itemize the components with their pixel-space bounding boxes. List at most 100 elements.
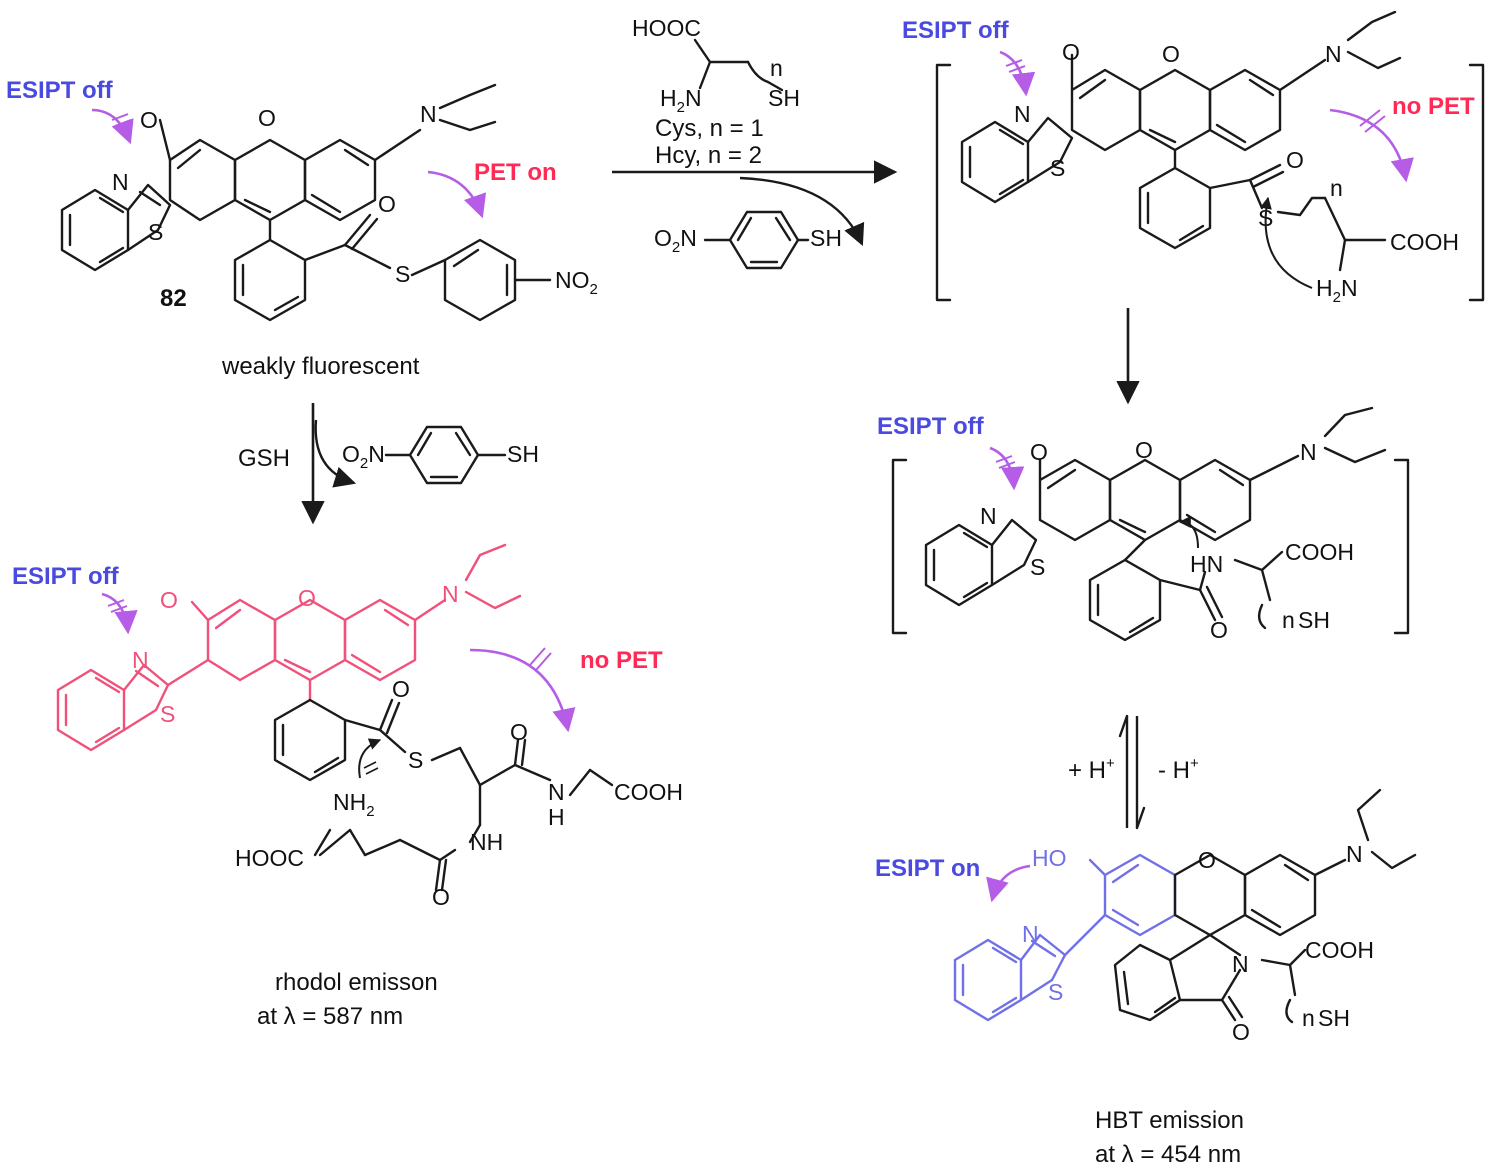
thioester-phenyl <box>273 698 614 892</box>
thiazole-n: N <box>1014 101 1031 127</box>
cooh-label: COOH <box>1390 229 1459 255</box>
reagent-n: n <box>770 55 783 81</box>
amine-n: N <box>1325 41 1342 67</box>
rhodol-core-pink <box>56 543 522 752</box>
blocked-mark <box>107 599 125 607</box>
deprotonation-label: - H+ <box>1158 755 1199 784</box>
thiazole-n: N <box>112 169 129 195</box>
blocked-mark <box>114 119 132 127</box>
blocked-mark <box>365 767 379 775</box>
xanthene-core <box>1070 10 1402 170</box>
benzothiazole-ring <box>924 518 1038 607</box>
amide-nh: HN <box>1190 551 1223 577</box>
byproduct-ring <box>384 425 507 485</box>
bracket-left <box>935 63 952 302</box>
byproduct-o2n: O2N <box>654 225 697 256</box>
chain-n: n <box>1282 607 1295 633</box>
isoindolinone <box>1113 943 1307 1024</box>
byproduct-sh: SH <box>507 441 539 467</box>
cooh-label: COOH <box>1305 937 1374 963</box>
pet-label: PET on <box>474 159 557 186</box>
blocked-mark <box>1359 109 1381 127</box>
thiazole-s: S <box>1050 155 1065 181</box>
amine-n: N <box>1346 841 1363 867</box>
bracket-right <box>1468 63 1485 302</box>
amine-n: N <box>442 581 459 607</box>
xanthene-o: O <box>1198 847 1216 873</box>
chain-n: n <box>1302 1005 1315 1031</box>
esipt-arrow <box>101 592 138 635</box>
attack-arrow <box>1260 196 1313 289</box>
equilibrium-arrows: + H+ - H+ <box>1068 714 1199 830</box>
esipt-arrow <box>986 864 1031 903</box>
carbonyl-o: O <box>1030 439 1048 465</box>
pet-arrow <box>427 170 487 219</box>
gsh-reaction-arrow: GSH O2N SH <box>238 403 539 525</box>
blocked-mark <box>998 461 1016 469</box>
benzothiazole-ring <box>960 116 1074 204</box>
thiazole-n: N <box>980 503 997 529</box>
phenyl-ring <box>1138 163 1387 272</box>
benzothiazole-ring <box>60 183 172 272</box>
esipt-label: ESIPT off <box>12 563 120 590</box>
intermediate-amide: ESIPT off N S O O N <box>877 406 1410 643</box>
xanthene-o: O <box>298 585 316 611</box>
esipt-label: ESIPT off <box>6 77 114 104</box>
cooh-label: COOH <box>1285 539 1354 565</box>
gsh-label: GSH <box>238 445 290 472</box>
reagent-hooc: HOOC <box>632 15 701 41</box>
compound-number: 82 <box>160 285 187 312</box>
blocked-mark <box>110 605 128 613</box>
xanthene-core <box>158 83 497 242</box>
pet-arrow <box>1329 108 1414 183</box>
esipt-label: ESIPT on <box>875 855 980 882</box>
amine-n: N <box>420 101 437 127</box>
thiazole-n: N <box>132 647 149 673</box>
phenyl-ring <box>233 213 392 322</box>
bracket-right <box>1393 458 1410 635</box>
pet-arrow <box>469 648 576 733</box>
protonation-label: + H+ <box>1068 755 1115 784</box>
carbonyl-o: O <box>1062 39 1080 65</box>
xanthene-core <box>1168 788 1417 962</box>
nh-label: NH <box>470 829 503 855</box>
cys-reaction-arrow: HOOC H2N n SH Cys, n = 1 Hcy, n = 2 O2N … <box>612 15 898 270</box>
amine-n: N <box>1300 439 1317 465</box>
sh-label: SH <box>1318 1005 1350 1031</box>
xanthene-o: O <box>1162 41 1180 67</box>
carbonyl-o: O <box>160 587 178 613</box>
blocked-mark <box>111 113 129 121</box>
thiazole-s: S <box>1048 979 1063 1005</box>
nitrophenyl-ring <box>410 238 552 322</box>
thioester-o: O <box>378 191 396 217</box>
lactam-n: N <box>1232 951 1249 977</box>
pet-label: no PET <box>1392 93 1475 120</box>
thiazole-n: N <box>1022 921 1039 947</box>
hydroxyl-label: HO <box>1032 845 1067 871</box>
cooh-label: COOH <box>614 779 683 805</box>
product-hbt: ESIPT on HO N S O <box>875 788 1417 1168</box>
attack-arrow <box>358 738 382 779</box>
thiazole-s: S <box>148 219 163 245</box>
blocked-mark <box>1364 115 1386 133</box>
hooc-label: HOOC <box>235 845 304 871</box>
amide-h: H <box>548 804 565 830</box>
blocked-mark <box>363 761 377 769</box>
rhodol-caption-line1: rhodol emisson <box>275 969 438 996</box>
blocked-mark <box>535 652 552 671</box>
esipt-arrow <box>999 50 1036 97</box>
carbonyl-o: O <box>140 107 158 133</box>
benzothiazole-ring-blue <box>953 853 1177 1022</box>
blocked-mark <box>995 455 1013 463</box>
hbt-caption-line2: at λ = 454 nm <box>1095 1141 1241 1168</box>
byproduct-ring <box>703 210 810 270</box>
blocked-mark <box>529 647 546 666</box>
blocked-mark <box>1005 59 1023 67</box>
esipt-label: ESIPT off <box>902 17 1010 44</box>
pet-label: no PET <box>580 647 663 674</box>
reagent-chain <box>693 38 784 92</box>
blocked-mark <box>1008 65 1026 73</box>
nitro-group: NO2 <box>555 267 598 298</box>
